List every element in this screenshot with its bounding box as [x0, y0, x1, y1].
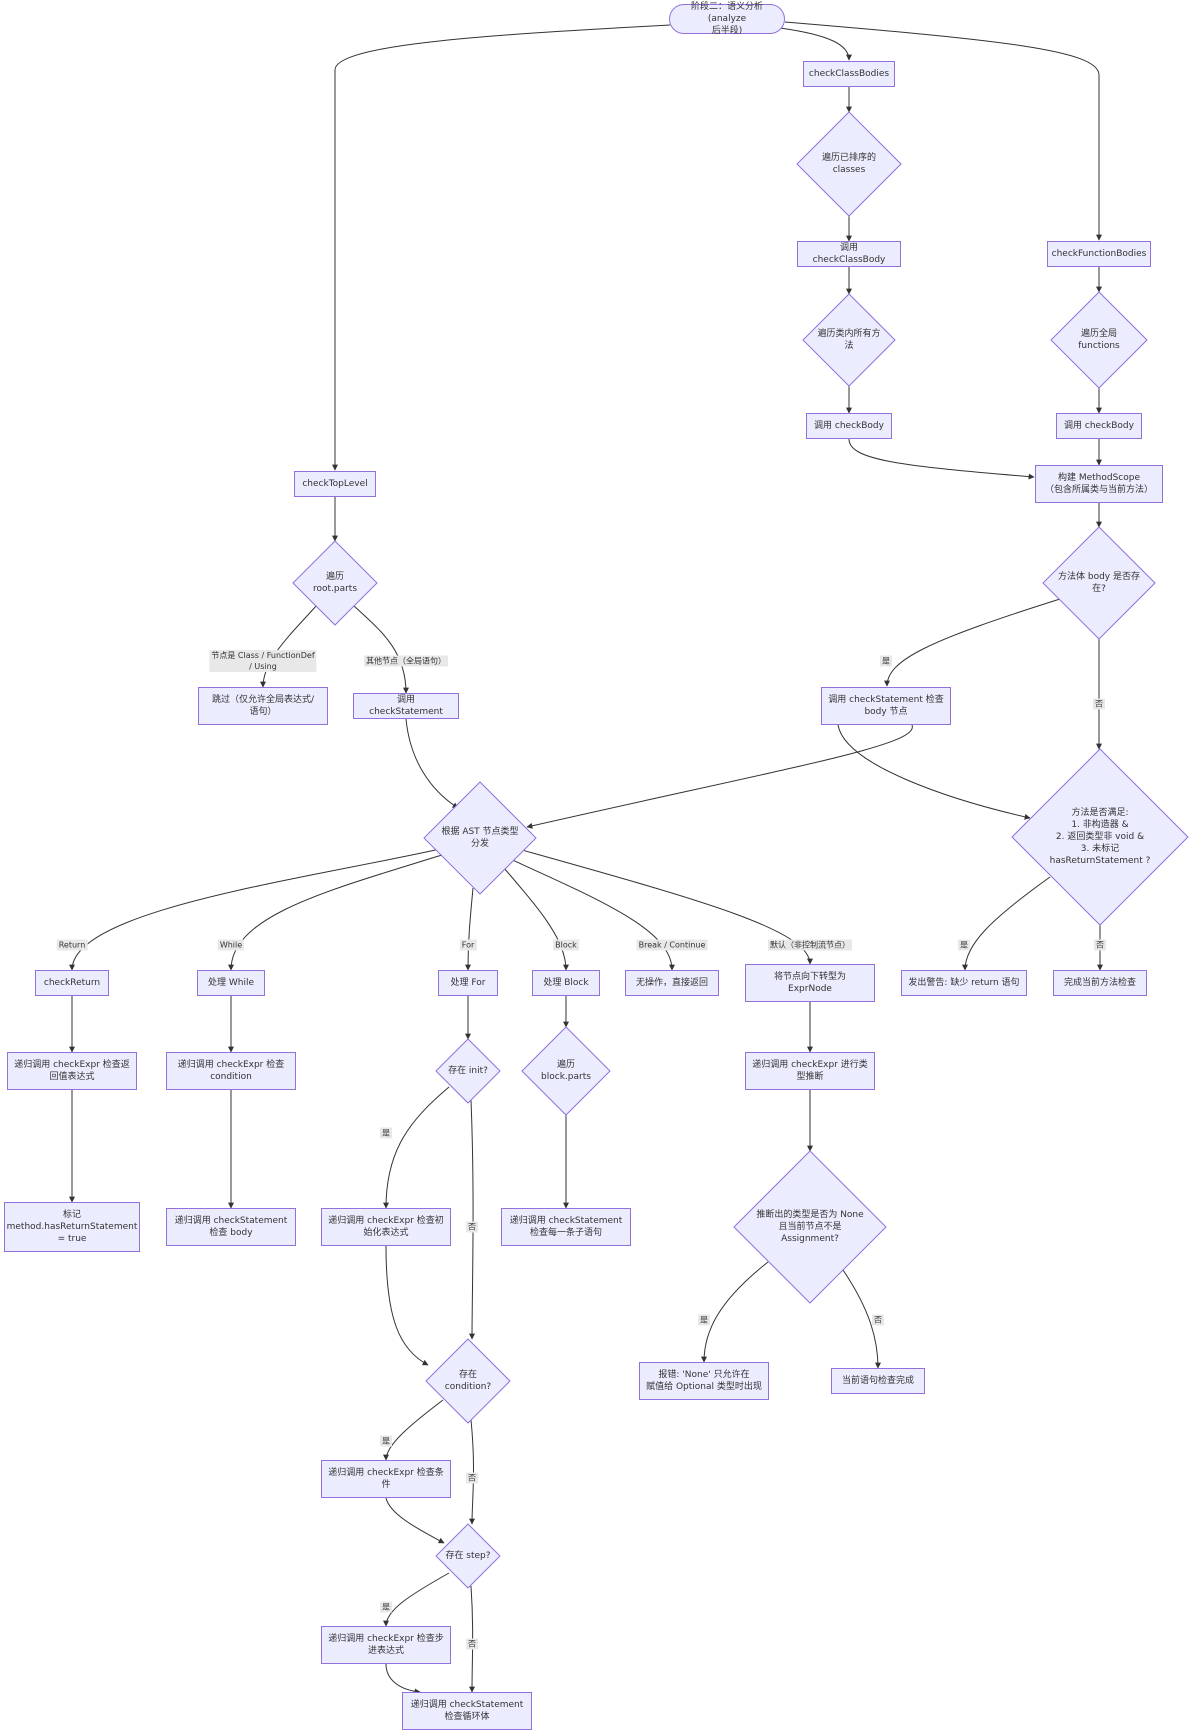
decision-shape-iterBlock	[521, 1026, 611, 1116]
edge-19	[260, 604, 318, 688]
edge-35	[385, 1245, 429, 1366]
edge-23	[228, 853, 446, 971]
edge-label-yes-18: 是	[698, 1314, 710, 1326]
node-initExpr: 递归调用 checkExpr 检查初 始化表达式	[321, 1208, 451, 1246]
node-callCheckClassBody: 调用 checkClassBody	[797, 241, 901, 267]
edge-label-yes-12: 是	[380, 1127, 392, 1139]
node-callCheckBody2: 调用 checkBody	[1056, 413, 1142, 439]
node-blockStmt: 递归调用 checkStatement 检查每一条子语句	[501, 1208, 631, 1246]
node-markRet: 标记 method.hasReturnStatement = true	[4, 1202, 140, 1252]
node-whileCond: 递归调用 checkExpr 检查 condition	[166, 1052, 296, 1090]
edge-label-no-5: 否	[1094, 939, 1106, 951]
edge-20	[352, 604, 409, 694]
node-inferType: 递归调用 checkExpr 进行类 型推断	[745, 1052, 875, 1090]
node-callCheckStmtBody: 调用 checkStatement 检查 body 节点	[821, 687, 951, 725]
edge-label-classDefUsing-0: 节点是 Class / FunctionDef / Using	[209, 650, 317, 672]
node-retExpr: 递归调用 checkExpr 检查返 回值表达式	[7, 1052, 137, 1090]
node-condExpr: 递归调用 checkExpr 检查条 件	[321, 1460, 451, 1498]
edge-39	[383, 1572, 450, 1627]
decision-shape-hasCond	[425, 1338, 511, 1424]
node-checkFunctionBodies: checkFunctionBodies	[1047, 241, 1151, 267]
node-handleBlock: 处理 Block	[532, 970, 600, 996]
edge-label-no-3: 否	[1093, 698, 1105, 710]
edge-label-breakContinue-10: Break / Continue	[636, 939, 708, 951]
edge-14	[526, 724, 913, 829]
edge-label-while-7: While	[217, 939, 245, 951]
node-stepExpr: 递归调用 checkExpr 检查步 进表达式	[321, 1626, 451, 1664]
edge-34	[469, 1099, 476, 1340]
edge-25	[503, 867, 569, 971]
edge-label-yes-16: 是	[380, 1601, 392, 1613]
node-checkReturn: checkReturn	[35, 970, 109, 996]
node-toExpr: 将节点向下转型为 ExprNode	[745, 964, 875, 1002]
edge-47	[842, 1269, 881, 1369]
edge-label-yes-14: 是	[380, 1435, 392, 1447]
edge-41	[385, 1663, 421, 1695]
edge-27	[521, 849, 813, 965]
edge-7	[848, 438, 1035, 480]
edge-12	[884, 598, 1061, 687]
edge-label-block-9: Block	[553, 939, 579, 951]
node-handleWhile: 处理 While	[197, 970, 265, 996]
edge-0	[332, 24, 671, 471]
edge-38	[385, 1497, 445, 1544]
decision-shape-hasStep	[435, 1523, 501, 1589]
edge-label-default-11: 默认（非控制流节点）	[768, 939, 852, 951]
decision-shape-bodyExists	[1042, 526, 1156, 640]
node-whileBody: 递归调用 checkStatement 检查 body	[166, 1208, 296, 1246]
edge-label-no-17: 否	[466, 1638, 478, 1650]
node-warn: 发出警告: 缺少 return 语句	[901, 970, 1027, 996]
node-checkClassBodies: checkClassBodies	[803, 61, 895, 87]
node-callCheckBody1: 调用 checkBody	[806, 413, 892, 439]
node-loopBody: 递归调用 checkStatement 检查循环体	[402, 1692, 532, 1730]
node-checkTopLevel: checkTopLevel	[294, 471, 376, 497]
decision-shape-noneCheck	[733, 1150, 887, 1304]
node-callCheckStmt: 调用 checkStatement	[353, 693, 459, 719]
edge-22	[69, 848, 441, 971]
edge-2	[784, 21, 1102, 241]
edge-26	[507, 857, 675, 971]
node-buildScope: 构建 MethodScope （包含所属类与当前方法）	[1035, 465, 1163, 503]
edge-36	[383, 1399, 444, 1461]
edge-24	[465, 887, 474, 971]
decision-shape-iterFunctions	[1050, 291, 1148, 389]
edge-label-otherNodes-1: 其他节点（全局语句）	[364, 655, 448, 667]
decision-shape-iterRoot	[292, 540, 378, 626]
edge-label-for-8: For	[459, 939, 477, 951]
node-stmtDone: 当前语句检查完成	[831, 1368, 925, 1394]
edge-1	[779, 27, 852, 61]
edge-33	[383, 1086, 450, 1209]
decision-shape-hasInit	[435, 1038, 501, 1104]
edge-label-yes-2: 是	[880, 655, 892, 667]
node-noop: 无操作，直接返回	[625, 970, 719, 996]
edge-16	[962, 876, 1051, 971]
decision-shape-iterClasses	[796, 111, 902, 217]
node-finishMethod: 完成当前方法检查	[1053, 970, 1147, 996]
edge-46	[701, 1261, 769, 1363]
edge-label-no-13: 否	[466, 1221, 478, 1233]
decision-shape-iterMethods	[802, 293, 896, 387]
edge-label-yes-4: 是	[958, 939, 970, 951]
node-handleFor: 处理 For	[438, 970, 498, 996]
node-start: 阶段二：语义分析 (analyze 后半段)	[669, 2, 785, 36]
edge-15	[837, 724, 1031, 820]
edge-21	[405, 718, 459, 809]
edge-label-return-6: Return	[56, 939, 88, 951]
node-skip: 跳过（仅允许全局表达式/ 语句）	[198, 687, 328, 725]
edge-label-no-15: 否	[466, 1472, 478, 1484]
decision-shape-dispatch	[423, 781, 537, 895]
edge-label-no-19: 否	[872, 1314, 884, 1326]
decision-shape-methodCond	[1011, 748, 1189, 926]
node-noneError: 报错: 'None' 只允许在 赋值给 Optional 类型时出现	[639, 1362, 769, 1400]
